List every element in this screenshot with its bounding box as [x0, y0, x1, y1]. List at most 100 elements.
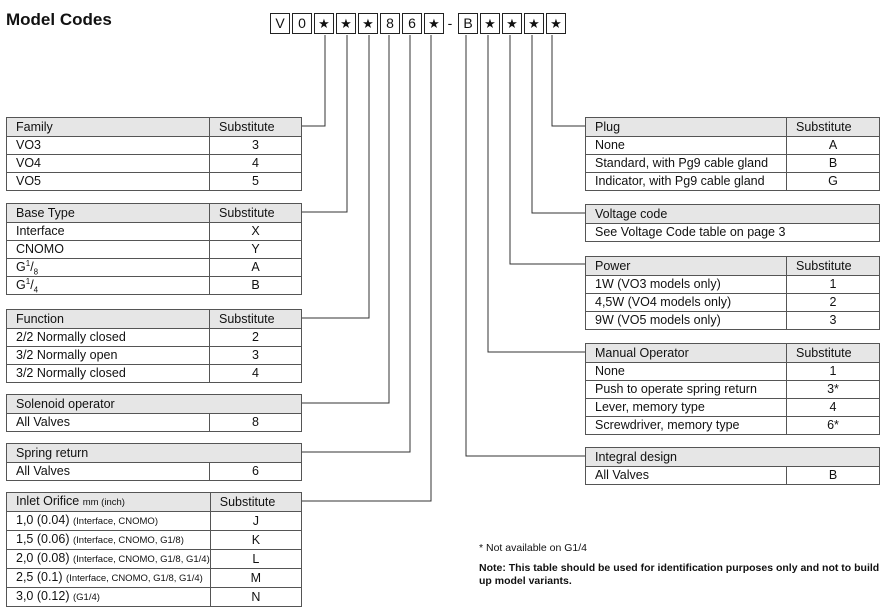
footnote: * Not available on G1/4	[479, 542, 587, 554]
code-box: ★	[524, 13, 544, 34]
code-box: ★	[480, 13, 500, 34]
row-label: All Valves	[6, 413, 210, 432]
code-box: 0	[292, 13, 312, 34]
table-header: Plug	[585, 117, 787, 137]
table-row: 4,5W (VO4 models only)2	[585, 293, 880, 312]
row-label: 1W (VO3 models only)	[585, 275, 787, 294]
row-label: None	[585, 136, 787, 155]
row-substitute: 4	[209, 154, 302, 173]
table-row: 1W (VO3 models only)1	[585, 275, 880, 294]
row-substitute: 3	[786, 311, 880, 330]
row-label: 4,5W (VO4 models only)	[585, 293, 787, 312]
connector-function	[302, 35, 370, 319]
code-box: ★	[336, 13, 356, 34]
row-label: Indicator, with Pg9 cable gland	[585, 172, 787, 191]
code-box: V	[270, 13, 290, 34]
voltage-code-table: Voltage code See Voltage Code table on p…	[585, 204, 880, 242]
table-row: 1,0 (0.04) (Interface, CNOMO)J	[6, 511, 303, 531]
table-header: Base Type	[6, 203, 210, 223]
connector-base-type	[302, 35, 348, 213]
table-header: Function	[6, 309, 210, 329]
substitute-header: Substitute	[209, 309, 302, 329]
substitute-header: Substitute	[209, 117, 302, 137]
table-row: 2,0 (0.08) (Interface, CNOMO, G1/8, G1/4…	[6, 549, 303, 569]
substitute-header: Substitute	[209, 203, 302, 223]
table-header-row: Inlet Orifice mm (inch) Substitute	[6, 492, 303, 512]
table-header-row: Solenoid operator	[6, 394, 302, 414]
row-substitute: G	[786, 172, 880, 191]
connector-voltage	[531, 35, 585, 214]
row-label: G1/4	[6, 276, 210, 295]
row-substitute: 3	[209, 346, 302, 365]
row-label: Screwdriver, memory type	[585, 416, 787, 435]
table-header-row: Family Substitute	[6, 117, 302, 137]
connector-spring	[302, 35, 411, 453]
table-header-row: Voltage code	[585, 204, 880, 224]
table-row: See Voltage Code table on page 3	[585, 223, 880, 242]
code-box: ★	[314, 13, 334, 34]
table-row: 3,0 (0.12) (G1/4)N	[6, 587, 303, 607]
note-label: Note:	[479, 562, 506, 574]
table-header-row: Integral design	[585, 447, 880, 467]
row-label: 3/2 Normally closed	[6, 364, 210, 383]
row-label: 2,0 (0.08) (Interface, CNOMO, G1/8, G1/4…	[6, 549, 211, 569]
table-header-row: Spring return	[6, 443, 302, 463]
row-label: See Voltage Code table on page 3	[585, 223, 880, 242]
row-substitute: 4	[209, 364, 302, 383]
substitute-header: Substitute	[209, 492, 303, 512]
row-label: 1,5 (0.06) (Interface, CNOMO, G1/8)	[6, 530, 211, 550]
code-box: ★	[546, 13, 566, 34]
connector-integral	[465, 35, 585, 457]
connector-inlet	[302, 35, 432, 502]
row-label: VO5	[6, 172, 210, 191]
row-substitute: K	[209, 530, 303, 550]
table-header: Voltage code	[585, 204, 880, 224]
row-label: All Valves	[585, 466, 787, 485]
row-substitute: A	[786, 136, 880, 155]
row-substitute: 6*	[786, 416, 880, 435]
row-substitute: B	[209, 276, 302, 295]
row-substitute: 2	[209, 328, 302, 347]
table-row: 1,5 (0.06) (Interface, CNOMO, G1/8)K	[6, 530, 303, 550]
row-substitute: 1	[786, 275, 880, 294]
code-box: 6	[402, 13, 422, 34]
row-substitute: B	[786, 154, 880, 173]
row-substitute: L	[209, 549, 303, 569]
code-box: ★	[502, 13, 522, 34]
connector-manual	[487, 35, 585, 353]
row-substitute: 1	[786, 362, 880, 381]
connector-power	[509, 35, 585, 265]
row-substitute: B	[786, 466, 880, 485]
row-substitute: 6	[209, 462, 302, 481]
row-substitute: 5	[209, 172, 302, 191]
row-label: All Valves	[6, 462, 210, 481]
usage-note: Note: This table should be used for iden…	[479, 562, 884, 588]
code-box: ★	[424, 13, 444, 34]
table-header: Spring return	[6, 443, 302, 463]
table-header-row: Manual Operator Substitute	[585, 343, 880, 363]
row-label: G1/8	[6, 258, 210, 277]
code-box: ★	[358, 13, 378, 34]
table-header: Power	[585, 256, 787, 276]
row-label: Push to operate spring return	[585, 380, 787, 399]
row-substitute: X	[209, 222, 302, 241]
row-label: 1,0 (0.04) (Interface, CNOMO)	[6, 511, 211, 531]
substitute-header: Substitute	[786, 256, 880, 276]
